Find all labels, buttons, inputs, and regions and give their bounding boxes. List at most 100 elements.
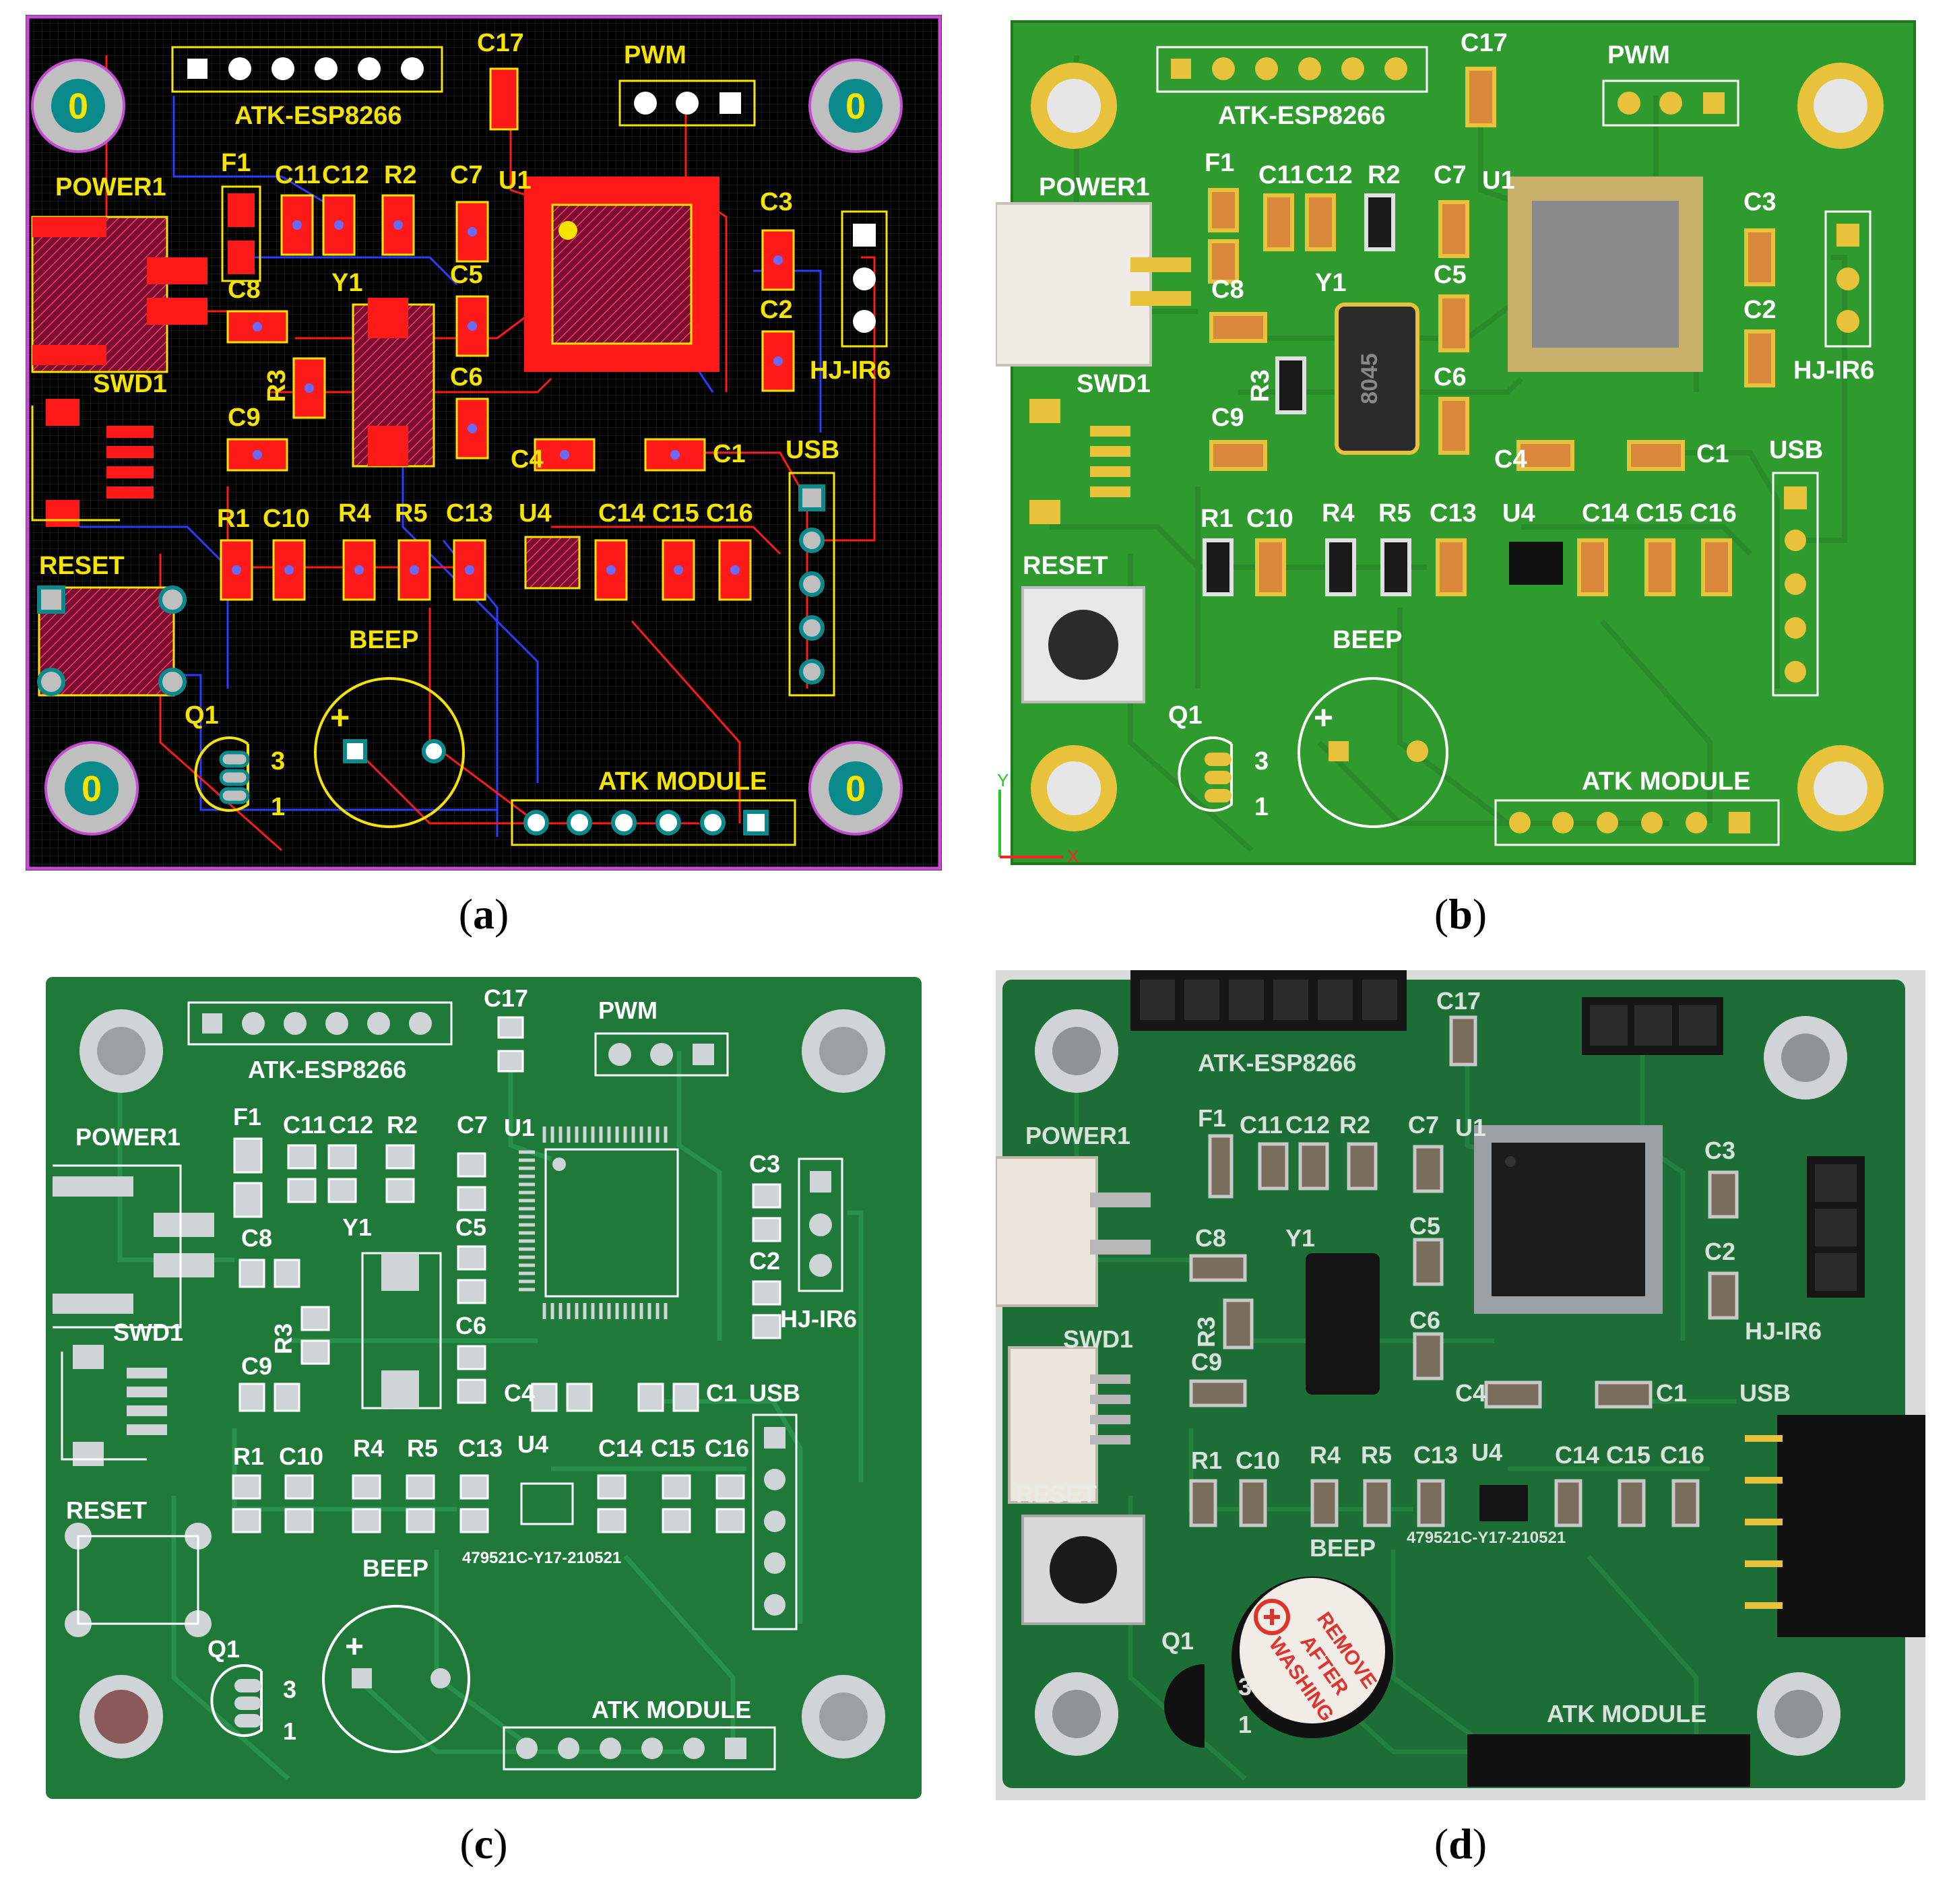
q1-footprint [210, 1664, 263, 1737]
label-c17: C17 [1436, 987, 1481, 1015]
label-swd1: SWD1 [1063, 1325, 1133, 1353]
label-swd1: SWD1 [113, 1319, 183, 1346]
beep-pad-plus [343, 739, 367, 763]
layout-passive-centers [232, 220, 783, 575]
y1-pad-bottom [368, 426, 408, 466]
label-hj-ir6: HJ-IR6 [1745, 1317, 1822, 1345]
atk-module-outline [1494, 799, 1780, 846]
label-q1: Q1 [1168, 701, 1203, 730]
label-c9: C9 [228, 404, 261, 432]
label-c16: C16 [706, 499, 753, 528]
atk-module-pins [1509, 812, 1750, 833]
panel-c-svg: ATK-ESP8266 C17 PWM POWER1 F1 C11 C12 R2… [46, 977, 922, 1799]
label-c14: C14 [598, 499, 645, 528]
label-reset: RESET [66, 1496, 147, 1524]
swd-pad [106, 486, 154, 499]
label-f1: F1 [1205, 149, 1234, 177]
label-beep: BEEP [1310, 1534, 1376, 1562]
caption-a: (a) [458, 890, 509, 938]
power-pads-bare [53, 1176, 214, 1314]
hj-header-outline [841, 210, 888, 348]
f1-pad-1 [228, 193, 255, 227]
beep-footprint [314, 677, 465, 828]
caption-a-letter: a [473, 890, 494, 938]
power-connector-photo [996, 1156, 1151, 1307]
label-c11: C11 [1240, 1111, 1283, 1139]
label-c4: C4 [511, 445, 544, 474]
power-connector-pins [1130, 291, 1191, 306]
q1-footprint [1178, 736, 1233, 812]
bare-labels: ATK-ESP8266 C17 PWM POWER1 F1 C11 C12 R2… [66, 984, 857, 1745]
label-c2: C2 [749, 1247, 780, 1275]
hole-labels-layout: 0 0 0 0 [68, 86, 866, 809]
label-c4: C4 [1494, 445, 1527, 474]
hole-label: 0 [845, 769, 866, 809]
label-r1: R1 [217, 505, 250, 533]
label-hj-ir6: HJ-IR6 [780, 1305, 857, 1333]
f1-footprint [221, 185, 261, 282]
label-c2: C2 [1744, 296, 1777, 324]
layout-labels: ATK-ESP8266 C17 PWM POWER1 F1 C11 C12 R2… [39, 29, 891, 821]
label-r4: R4 [1310, 1441, 1341, 1469]
atk-module-outline [511, 799, 796, 846]
swd-pads-layout [106, 426, 154, 438]
label-r2: R2 [387, 1111, 418, 1139]
y1-pad-bottom [381, 1370, 419, 1408]
label-c6: C6 [450, 363, 483, 391]
usb-header-outline [788, 472, 835, 697]
axis-y-label: Y [997, 770, 1009, 790]
hole-label: 0 [82, 769, 102, 809]
q1-pads [219, 751, 250, 804]
label-r1: R1 [1201, 505, 1234, 533]
label-beep: BEEP [349, 626, 418, 654]
label-atk-esp8266: ATK-ESP8266 [248, 1056, 406, 1083]
label-y1: Y1 [331, 269, 362, 297]
label-power1: POWER1 [55, 173, 166, 201]
hj-pins [853, 224, 876, 333]
usb-female-header [1745, 1415, 1925, 1637]
label-c10: C10 [1246, 505, 1293, 533]
q1-transistor-photo [1164, 1664, 1205, 1748]
label-beep-plus: + [345, 1629, 364, 1665]
mounting-holes-layout [31, 59, 903, 835]
caption-d-letter: d [1448, 1820, 1473, 1868]
mounting-holes-bare [79, 1009, 885, 1758]
beep-pad-plus [352, 1668, 372, 1688]
label-r4: R4 [353, 1434, 384, 1462]
label-c13: C13 [1413, 1441, 1458, 1469]
esp-header-outline [1156, 46, 1428, 93]
label-q1: Q1 [185, 701, 219, 730]
usb-pins [1784, 486, 1807, 683]
label-r5: R5 [407, 1434, 438, 1462]
label-c14: C14 [1555, 1441, 1599, 1469]
label-y1: Y1 [1285, 1224, 1315, 1252]
usb-header-outline [752, 1414, 798, 1630]
reset-button-cap [1048, 610, 1118, 680]
panel-b-3d-render: 8045 Y X ATK-ESP8266 C17 PWM POWER1 F1 C… [996, 15, 1925, 870]
swd-pad [106, 446, 154, 458]
label-usb: USB [1739, 1379, 1791, 1407]
pwm-header-outline [618, 80, 756, 127]
label-usb: USB [1769, 436, 1823, 464]
label-swd1: SWD1 [1077, 370, 1151, 398]
power-pad-side-1 [32, 217, 106, 237]
label-pwm: PWM [598, 996, 658, 1024]
c17-pad [489, 67, 519, 131]
esp-female-header [1130, 970, 1407, 1031]
label-reset: RESET [39, 552, 125, 580]
label-y1: Y1 [1315, 269, 1346, 297]
render-labels: ATK-ESP8266 C17 PWM POWER1 F1 C11 C12 R2… [1023, 29, 1874, 821]
label-c4: C4 [1455, 1379, 1486, 1407]
label-c9: C9 [1191, 1348, 1222, 1376]
axis-x-label: X [1067, 846, 1079, 866]
swd-connector-photo [1008, 1346, 1130, 1504]
label-atk-esp8266: ATK-ESP8266 [1218, 102, 1386, 130]
q1-pads [234, 1679, 261, 1727]
label-c15: C15 [1636, 499, 1683, 528]
u1-pads-bare [519, 1126, 668, 1319]
label-swd1: SWD1 [93, 370, 167, 398]
label-q1-pin3: 3 [271, 747, 285, 775]
label-power1: POWER1 [1025, 1122, 1130, 1149]
u1-pin1-dot [552, 1157, 566, 1171]
label-c5: C5 [455, 1213, 486, 1241]
